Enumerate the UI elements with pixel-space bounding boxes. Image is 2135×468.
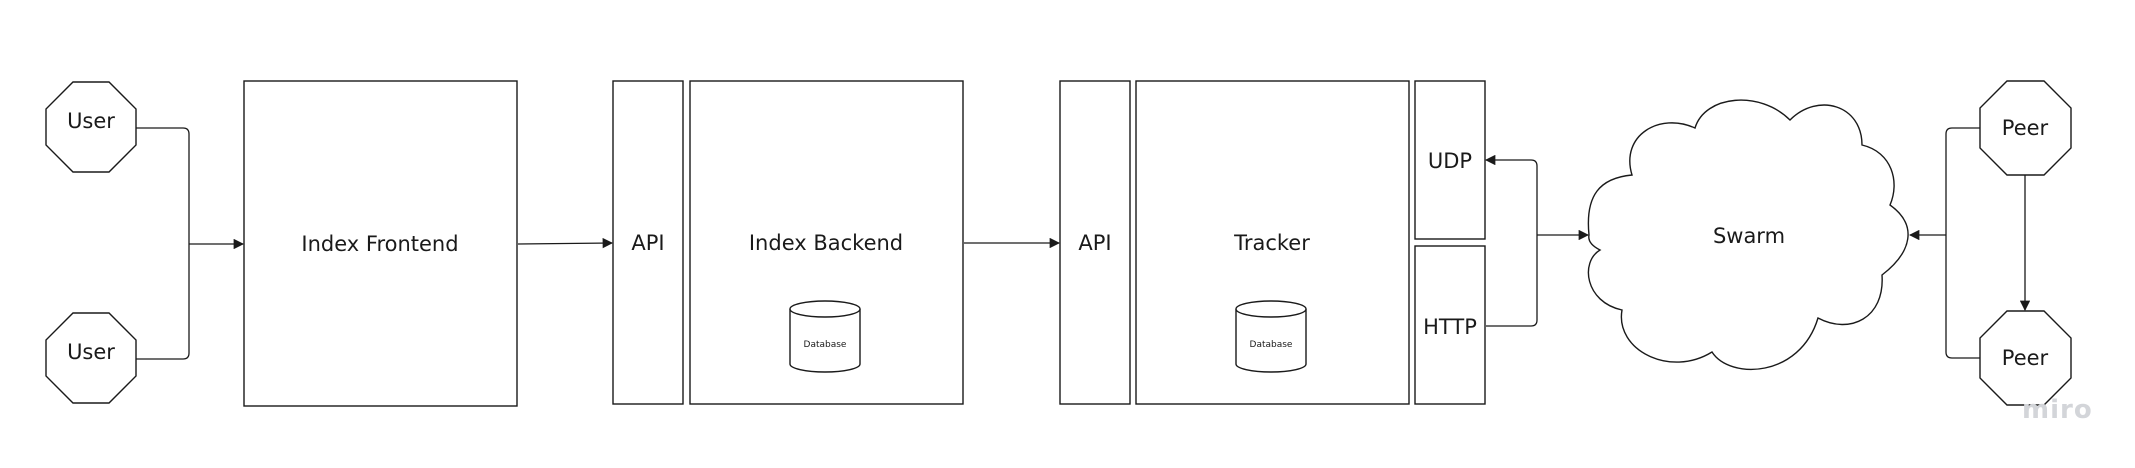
- backend-database-label: Database: [804, 340, 847, 350]
- tracker-api-box: API: [1059, 80, 1131, 405]
- user-bottom-connector: [136, 244, 190, 360]
- http-box: HTTP: [1414, 245, 1486, 405]
- frontend-to-api-arrow: [517, 237, 614, 249]
- peer-node-bottom: Peer: [1979, 310, 2072, 406]
- peer-top-label: Peer: [2002, 116, 2049, 140]
- backend-api-label: API: [631, 231, 664, 255]
- tracker-label: Tracker: [1233, 231, 1310, 255]
- swarm-to-udp-arrow: [1484, 154, 1538, 235]
- index-backend-label: Index Backend: [749, 231, 903, 255]
- tracker-database-icon: Database: [1235, 300, 1307, 373]
- swarm-label: Swarm: [1713, 224, 1785, 248]
- tracker-database-label: Database: [1250, 340, 1293, 350]
- backend-api-box: API: [612, 80, 684, 405]
- index-frontend-label: Index Frontend: [301, 232, 458, 256]
- user-node-bottom: User: [45, 312, 137, 404]
- tracker-api-label: API: [1078, 231, 1111, 255]
- udp-label: UDP: [1428, 149, 1472, 173]
- peer-bottom-label: Peer: [2002, 346, 2049, 370]
- peer-bottom-connector: [1945, 235, 1980, 359]
- peer-top-connector: [1945, 127, 1980, 235]
- user-bottom-label: User: [67, 340, 115, 364]
- user-node-top: User: [45, 81, 137, 173]
- peer-node-top: Peer: [1979, 80, 2072, 176]
- http-connector: [1486, 235, 1538, 327]
- user-top-label: User: [67, 109, 115, 133]
- http-label: HTTP: [1423, 315, 1477, 339]
- index-frontend-box: Index Frontend: [243, 80, 518, 407]
- udp-box: UDP: [1414, 80, 1486, 240]
- user-top-connector: [136, 127, 190, 244]
- miro-watermark: miro: [2022, 395, 2093, 425]
- backend-database-icon: Database: [789, 300, 861, 373]
- swarm-cloud: Swarm: [1587, 99, 1909, 371]
